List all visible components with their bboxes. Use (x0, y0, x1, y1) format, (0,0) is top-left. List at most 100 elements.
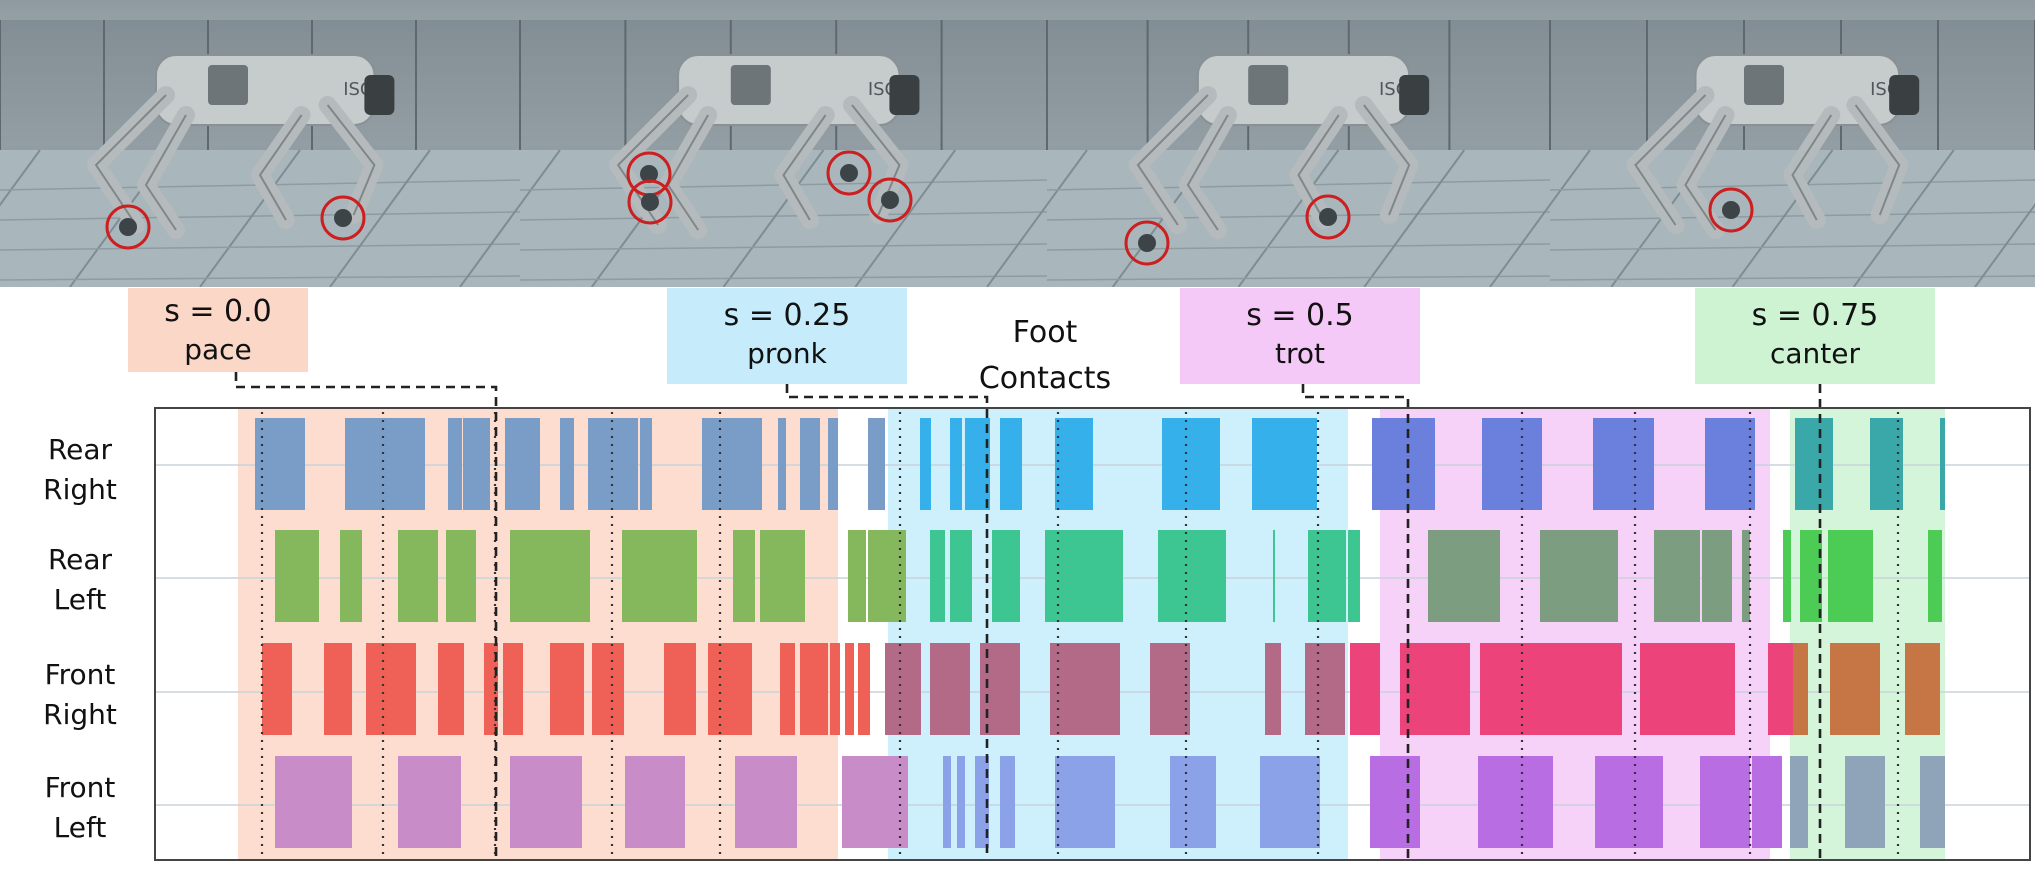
contact-block-front-left (1700, 756, 1750, 848)
robot-foot (1138, 234, 1156, 252)
contact-block-front-right (1150, 643, 1190, 735)
contact-block-rear-left (1158, 530, 1226, 622)
contact-block-front-right (1540, 643, 1622, 735)
trot-photo: ISO (1047, 0, 1550, 287)
contact-block-front-right (503, 643, 523, 735)
row-label-front-left: Front Left (20, 768, 140, 848)
robot-leg-outline (1634, 94, 1707, 226)
state-leader-line (234, 372, 498, 860)
robot-panel (1248, 65, 1289, 105)
row-label-line: Front (44, 658, 116, 691)
contact-block-rear-left (1540, 530, 1618, 622)
foot-contact-marker (1708, 187, 1754, 233)
contact-block-front-left (398, 756, 461, 848)
state-value: s = 0.0 (164, 294, 272, 329)
floor-tile-line (854, 149, 957, 287)
floor-tile-line (1047, 275, 1550, 281)
contact-block-front-left (975, 756, 989, 848)
contact-block-rear-right (800, 418, 820, 510)
floor-tile-line (0, 149, 41, 207)
contact-block-front-right (830, 643, 840, 735)
floor-tile-line (459, 203, 520, 287)
floor-tile-line (1550, 149, 1591, 207)
floor-tile-line (1047, 243, 1550, 251)
contact-block-rear-left (1428, 530, 1500, 622)
robot-foot (334, 209, 352, 227)
contact-block-front-left (878, 756, 908, 848)
contact-block-rear-left (848, 530, 866, 622)
floor-tile-line (1550, 211, 2035, 221)
contact-block-rear-right (868, 418, 885, 510)
contact-block-front-right (708, 643, 752, 735)
floor-tile-line (199, 149, 301, 287)
contact-block-rear-right (448, 418, 462, 510)
contact-block-front-left (1260, 756, 1320, 848)
floor-tile-line (722, 149, 825, 287)
contact-block-rear-left (992, 530, 1020, 622)
contact-block-front-right (1350, 643, 1380, 735)
robot-head (889, 75, 920, 115)
contact-block-front-right (1050, 643, 1120, 735)
foot-contacts-label: Foot Contacts (960, 310, 1130, 402)
contact-block-rear-left (1828, 530, 1873, 622)
contact-block-rear-left (1800, 530, 1822, 622)
contact-block-front-right (1305, 643, 1345, 735)
floor-tile-line (1363, 149, 1466, 287)
chart-frame (154, 407, 2031, 861)
pace-photo: ISO (0, 0, 520, 287)
contact-block-front-left (510, 756, 582, 848)
contact-block-front-left (735, 756, 797, 848)
contact-block-rear-right (640, 418, 652, 510)
contact-block-front-right (366, 643, 416, 735)
foot-contact-marker (320, 195, 366, 241)
row-label-line: Right (43, 698, 117, 731)
contact-block-rear-right (1705, 418, 1755, 510)
robot-leg-outline (258, 114, 303, 221)
contact-block-rear-right (588, 418, 638, 510)
floor-tile-line (0, 243, 520, 251)
contact-block-rear-right (255, 418, 305, 510)
contact-block-rear-right (920, 418, 931, 510)
robot-foot (881, 191, 899, 209)
contact-block-rear-right (828, 418, 838, 510)
contact-block-front-right (845, 643, 854, 735)
foot-contact-marker (627, 179, 673, 225)
contact-block-rear-left (1783, 530, 1791, 622)
row-label-line: Right (43, 473, 117, 506)
state-leader-line (1301, 384, 1410, 860)
contact-block-front-left (943, 756, 951, 848)
contact-block-front-left (1845, 756, 1885, 848)
robot-leg-outline (1136, 94, 1209, 226)
row-label-front-right: Front Right (20, 655, 140, 735)
state-box-canter: s = 0.75 canter (1695, 288, 1935, 384)
contact-block-front-right (484, 643, 498, 735)
contact-block-front-left (275, 756, 352, 848)
floor-tile-line (1550, 243, 2035, 251)
floor-tile-line (0, 211, 520, 221)
robot-leg-outline (1297, 114, 1340, 221)
contact-block-rear-right (778, 418, 786, 510)
state-leader-line (785, 384, 989, 860)
contact-block-rear-right (1372, 418, 1382, 510)
contact-block-rear-right (1252, 418, 1317, 510)
floor-tile-line (520, 149, 561, 207)
contact-block-front-right (858, 643, 870, 735)
floor-tile-line (1237, 149, 1340, 287)
contact-block-front-right (1400, 643, 1470, 735)
robot-panel (730, 65, 771, 105)
contact-block-rear-left (930, 530, 945, 622)
gait-name: canter (1769, 337, 1860, 370)
floor-tile-line (1047, 149, 1088, 207)
contact-block-front-right (592, 643, 624, 735)
contact-block-front-right (800, 643, 828, 735)
robot-leg-outline (1854, 104, 1901, 216)
contact-block-rear-right (1593, 418, 1654, 510)
gait-name: trot (1275, 337, 1325, 370)
row-label-rear-left: Rear Left (20, 540, 140, 620)
row-label-line: Front (44, 771, 116, 804)
contact-block-front-left (1370, 756, 1392, 848)
state-value: s = 0.75 (1751, 298, 1879, 333)
robot-foot (1722, 201, 1740, 219)
row-label-rear-right: Rear Right (20, 430, 140, 510)
robot-leg-outline (1684, 114, 1727, 231)
